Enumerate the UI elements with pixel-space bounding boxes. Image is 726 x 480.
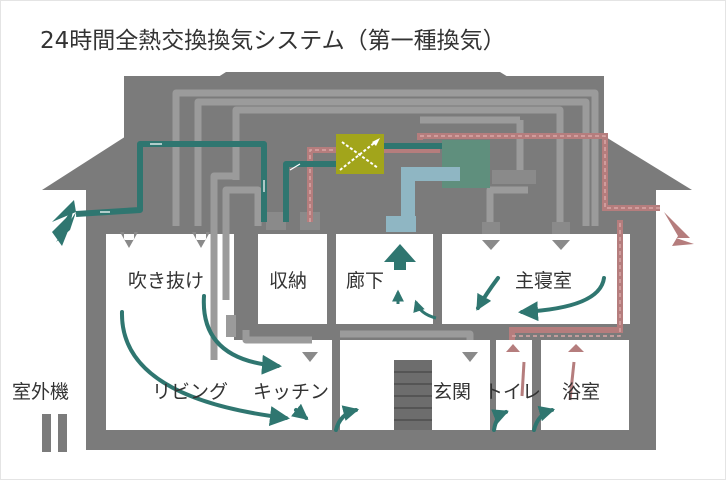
room-labels: 吹き抜け 収納 廊下 主寝室 リビング キッチン 玄関 トイレ 浴室 [128,270,600,403]
outdoor-unit-label: 室外機 [12,381,69,403]
duct-riser [226,315,236,337]
label-living: リビング [152,381,228,403]
label-shuno: 収納 [269,270,307,292]
supply-duct [75,141,442,222]
label-roka: 廊下 [346,270,384,292]
exhaust-airflow [520,361,576,401]
label-yokushitsu: 浴室 [562,381,600,403]
corridor-up-arrow [384,244,416,270]
fresh-air-duct [401,167,460,222]
label-shushinshitsu: 主寝室 [515,270,572,292]
diagram-title: 24時間全熱交換換気システム（第一種換気） [40,28,506,54]
supply-duct-marks [100,143,301,213]
fresh-air-outlet [386,216,416,232]
heat-exchange-element [336,134,384,174]
ventilation-unit [442,140,536,188]
room-shuno [258,234,327,324]
exhaust-out-arrow [664,212,694,246]
outside-air-intake-arrow [52,200,76,242]
label-kitchen: キッチン [253,381,329,403]
airflow-curves [119,276,606,432]
outdoor-unit-right [58,414,67,452]
outdoor-unit [42,414,67,452]
label-genkan: 玄関 [433,381,471,403]
label-toilet: トイレ [484,381,541,403]
outdoor-unit-left [42,414,51,452]
staircase [394,360,432,430]
label-fukinuke: 吹き抜け [128,270,204,292]
room-yokushitsu [541,340,629,430]
supply-vent-arrows [120,232,570,362]
exhaust-vent-arrows [506,344,584,352]
corridor-curve-arrow [413,299,437,320]
exhaust-duct-dash [309,135,660,337]
